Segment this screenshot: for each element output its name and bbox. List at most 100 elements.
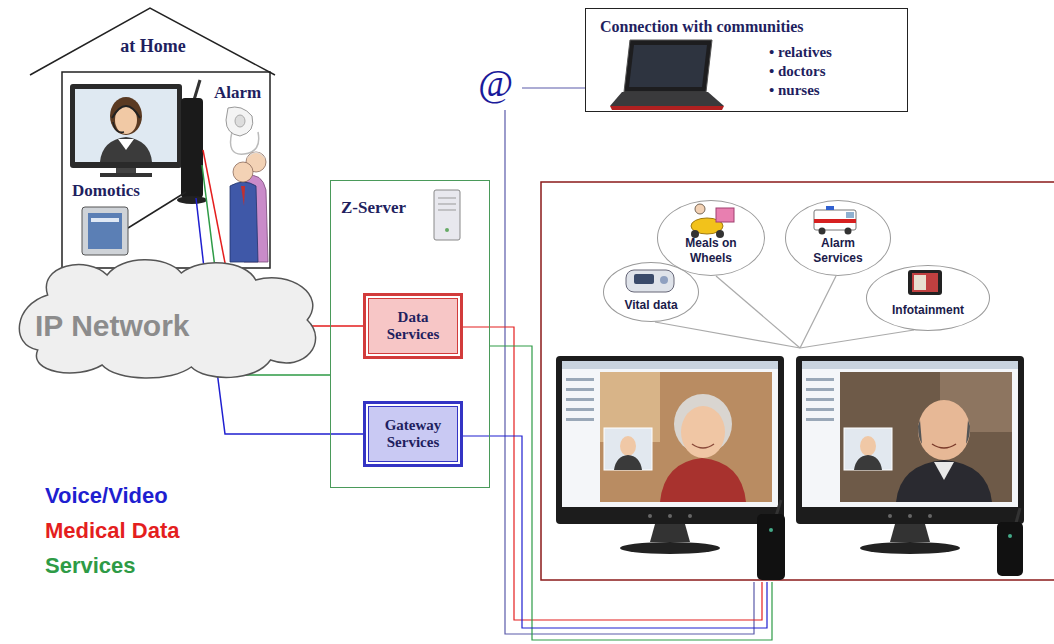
operator-body <box>614 455 642 470</box>
operator-face <box>620 436 636 456</box>
self-view <box>604 428 652 470</box>
device-button <box>660 276 668 284</box>
sidebar-item <box>806 388 834 391</box>
antenna <box>776 500 781 516</box>
box-foot <box>177 196 207 204</box>
tv-stand <box>116 168 136 173</box>
man-head <box>233 162 253 182</box>
tablet-body <box>908 270 942 295</box>
service-spoke <box>716 276 800 348</box>
monitor-screen <box>802 361 1018 507</box>
lady-body <box>660 458 746 502</box>
monitor-base <box>860 542 960 554</box>
server-body <box>434 190 460 240</box>
window-bar <box>562 361 778 369</box>
legend-entry: Voice/Video <box>45 484 180 508</box>
panel-bar <box>91 218 119 222</box>
sidebar-item <box>806 398 834 401</box>
bullet-item: • nurses <box>769 81 832 100</box>
window-bar <box>802 361 1018 369</box>
laptop-base <box>610 92 724 106</box>
elderly-couple <box>230 152 268 262</box>
services-region <box>541 182 1054 580</box>
operator-face <box>860 436 876 456</box>
monitor-button <box>928 514 932 518</box>
server-slot <box>438 204 456 205</box>
box-body <box>757 514 785 580</box>
vital-data-icon <box>626 270 674 292</box>
set-top-box <box>997 508 1023 576</box>
ambulance-body <box>814 210 856 230</box>
lady-face <box>681 406 725 458</box>
tv-base <box>100 173 152 177</box>
email-wire <box>522 87 585 88</box>
service-circle: Alarm Services <box>785 200 891 276</box>
box-led <box>1008 534 1012 538</box>
video-pane <box>840 372 1012 502</box>
service-box: Gateway Services <box>363 401 463 467</box>
woman-hair <box>246 152 266 160</box>
monitor-button <box>668 514 672 518</box>
man-tie <box>241 186 245 206</box>
service-label: Data Services <box>374 309 452 344</box>
monitor-button <box>648 514 652 518</box>
headset-mic <box>113 122 124 132</box>
server-title: Z-Server <box>341 198 406 218</box>
ambulance-window <box>846 212 854 218</box>
legend-color: Services <box>45 554 180 578</box>
legend: Voice/VideoMedical DataServices <box>45 484 180 589</box>
lady-smile <box>692 444 714 448</box>
service-spoke <box>655 322 800 348</box>
device-label: Alarm <box>214 83 261 103</box>
panel-frame <box>82 207 128 255</box>
pendant-body <box>226 107 253 136</box>
antenna <box>1016 508 1020 523</box>
house-frame: at Home <box>28 6 278 269</box>
laptop-screen <box>629 45 707 87</box>
services-lead <box>202 165 215 268</box>
sidebar-item <box>806 378 834 381</box>
sidebar-item <box>806 408 834 411</box>
service-spoke <box>800 276 836 348</box>
box-body <box>997 522 1023 576</box>
email-symbol: @ <box>478 64 513 102</box>
label-anchor: Domotics <box>72 181 140 201</box>
operator-body <box>854 455 882 470</box>
monitor-base <box>620 542 720 554</box>
monitor-button <box>888 514 892 518</box>
alarm-pendant <box>226 107 259 154</box>
sidebar-item <box>566 398 594 401</box>
device-screen <box>634 274 654 284</box>
network-cloud: IP Network <box>8 255 330 383</box>
service-circle: Infotainment <box>866 265 990 331</box>
monitor-button <box>908 514 912 518</box>
tv-screen <box>75 89 177 162</box>
sidebar-item <box>566 388 594 391</box>
community-title: Connection with communities <box>600 18 804 36</box>
sidebar-item <box>806 418 834 421</box>
laptop-icon <box>610 40 724 110</box>
video-monitor <box>796 356 1024 554</box>
tablet-panel <box>914 275 926 290</box>
man-smile <box>932 444 956 448</box>
man-suit <box>230 182 258 262</box>
device-label: Domotics <box>72 181 140 201</box>
rider-head <box>695 204 705 214</box>
monitor-screen <box>562 361 778 507</box>
sidebar-item <box>566 408 594 411</box>
medical-lead <box>203 150 226 268</box>
community-box: Connection with communities• relatives• … <box>585 8 908 112</box>
service-name: Vital data <box>624 298 677 312</box>
service-name: Alarm Services <box>808 236 868 265</box>
services-wire <box>490 346 772 640</box>
legend-entry: Services <box>45 554 180 578</box>
server-slot <box>438 198 456 199</box>
set-top-box <box>177 80 207 204</box>
man-face <box>918 400 970 460</box>
headset <box>112 106 140 118</box>
legend-color: Voice/Video <box>45 484 180 508</box>
server-icon <box>434 190 460 240</box>
man-shirt <box>934 462 954 480</box>
server-slot <box>438 210 456 211</box>
antenna <box>194 80 200 100</box>
